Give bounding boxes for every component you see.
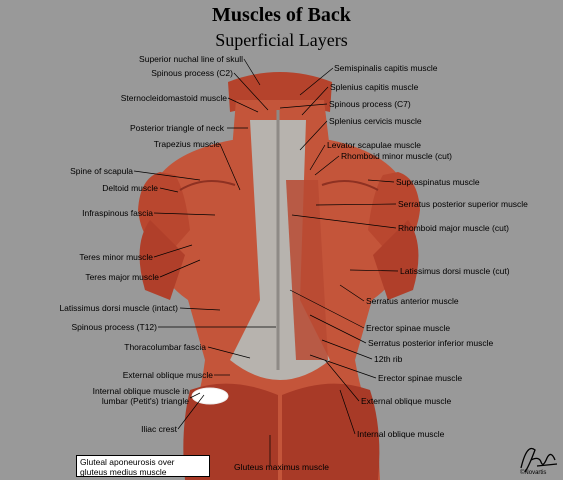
label-infraspinous-fascia: Infraspinous fascia xyxy=(82,208,153,218)
leader-line xyxy=(153,244,193,258)
leader-line xyxy=(133,170,201,181)
leader-line xyxy=(314,155,340,176)
label-splenius-capitis: Splenius capitis muscle xyxy=(330,82,419,92)
leader-lines xyxy=(133,58,399,466)
label-levator-scapulae: Levator scapulae muscle xyxy=(327,140,422,150)
label-superior-nuchal-line: Superior nuchal line of skull xyxy=(139,54,243,64)
label-erector-spinae-1: Erector spinae muscle xyxy=(366,323,451,333)
copyright-text: ©Novartis xyxy=(520,470,547,476)
leader-line xyxy=(177,394,205,430)
label-rhomboid-major: Rhomboid major muscle (cut) xyxy=(398,223,510,233)
label-internal-oblique-right: Internal oblique muscle xyxy=(357,429,445,439)
label-semispinalis-capitis: Semispinalis capitis muscle xyxy=(334,63,438,73)
leader-line xyxy=(339,284,365,302)
label-gluteus-maximus: Gluteus maximus muscle xyxy=(234,462,329,472)
leader-line xyxy=(279,103,328,109)
petit-triangle-highlight xyxy=(191,387,229,405)
label-iliac-crest: Iliac crest xyxy=(141,424,177,434)
right-erector xyxy=(286,180,328,360)
leader-line xyxy=(159,187,179,193)
leader-line xyxy=(227,97,259,113)
label-spinous-process-c2: Spinous process (C2) xyxy=(151,68,233,78)
leader-line xyxy=(243,58,261,86)
label-teres-minor: Teres minor muscle xyxy=(79,252,153,262)
label-spinous-process-t12: Spinous process (T12) xyxy=(71,322,157,332)
label-spine-of-scapula: Spine of scapula xyxy=(70,166,133,176)
scapula-right-line xyxy=(321,180,379,191)
leader-line xyxy=(309,354,377,379)
label-posterior-triangle-neck: Posterior triangle of neck xyxy=(129,123,224,133)
leader-line xyxy=(179,307,221,311)
label-supraspinatus: Supraspinatus muscle xyxy=(396,177,480,187)
label-splenius-cervicis: Splenius cervicis muscle xyxy=(329,116,422,126)
label-external-oblique-left: External oblique muscle xyxy=(122,370,213,380)
label-teres-major: Teres major muscle xyxy=(85,272,159,282)
artist-signature-icon xyxy=(520,447,558,473)
leader-line xyxy=(324,359,360,402)
label-sternocleidomastoid: Sternocleidomastoid muscle xyxy=(120,93,227,103)
leader-line xyxy=(159,259,201,278)
right-arm xyxy=(373,220,419,300)
label-internal-oblique-petit-2: lumbar (Petit's) triangle xyxy=(101,396,189,406)
label-latissimus-dorsi-cut: Latissimus dorsi muscle (cut) xyxy=(400,266,510,276)
leader-line xyxy=(349,269,399,272)
gluteal-aponeurosis-box: Gluteal aponeurosis over gluteus medius … xyxy=(76,455,210,477)
leader-line xyxy=(309,144,326,171)
scapula-left-line xyxy=(179,180,236,191)
leader-line xyxy=(207,346,251,359)
torso xyxy=(138,72,420,480)
label-serratus-posterior-superior: Serratus posterior superior muscle xyxy=(398,199,528,209)
leader-line xyxy=(339,389,356,435)
leader-line xyxy=(289,289,365,329)
leader-line xyxy=(189,392,201,399)
label-serratus-anterior: Serratus anterior muscle xyxy=(366,296,459,306)
gluteal-box-line2: gluteus medius muscle xyxy=(80,467,167,477)
leader-line xyxy=(315,203,397,206)
leader-line xyxy=(367,179,395,183)
leader-line xyxy=(233,72,269,111)
leader-line xyxy=(321,339,373,360)
label-erector-spinae-2: Erector spinae muscle xyxy=(378,373,463,383)
right-gluteus xyxy=(282,383,380,480)
left-arm xyxy=(139,220,185,300)
leader-line xyxy=(219,143,241,191)
label-internal-oblique-petit-1: Internal oblique muscle in xyxy=(92,386,189,396)
label-serratus-posterior-inferior: Serratus posterior inferior muscle xyxy=(368,338,494,348)
gluteal-box-line1: Gluteal aponeurosis over xyxy=(80,457,175,467)
label-trapezius: Trapezius muscle xyxy=(153,139,220,149)
label-thoracolumbar-fascia: Thoracolumbar fascia xyxy=(124,342,206,352)
leader-line xyxy=(309,314,367,344)
label-external-oblique-right: External oblique muscle xyxy=(361,396,452,406)
label-rhomboid-minor: Rhomboid minor muscle (cut) xyxy=(341,151,453,161)
leader-line xyxy=(299,120,328,151)
leader-line xyxy=(153,212,216,216)
label-spinous-process-c7: Spinous process (C7) xyxy=(329,99,411,109)
leader-line xyxy=(299,67,334,96)
leader-line xyxy=(291,214,397,229)
label-deltoid: Deltoid muscle xyxy=(102,183,158,193)
leader-line xyxy=(301,86,329,116)
diagram-title: Muscles of Back xyxy=(212,4,351,26)
label-latissimus-dorsi-intact: Latissimus dorsi muscle (intact) xyxy=(59,303,178,313)
label-12th-rib: 12th rib xyxy=(374,354,403,364)
diagram-subtitle: Superficial Layers xyxy=(215,30,348,50)
